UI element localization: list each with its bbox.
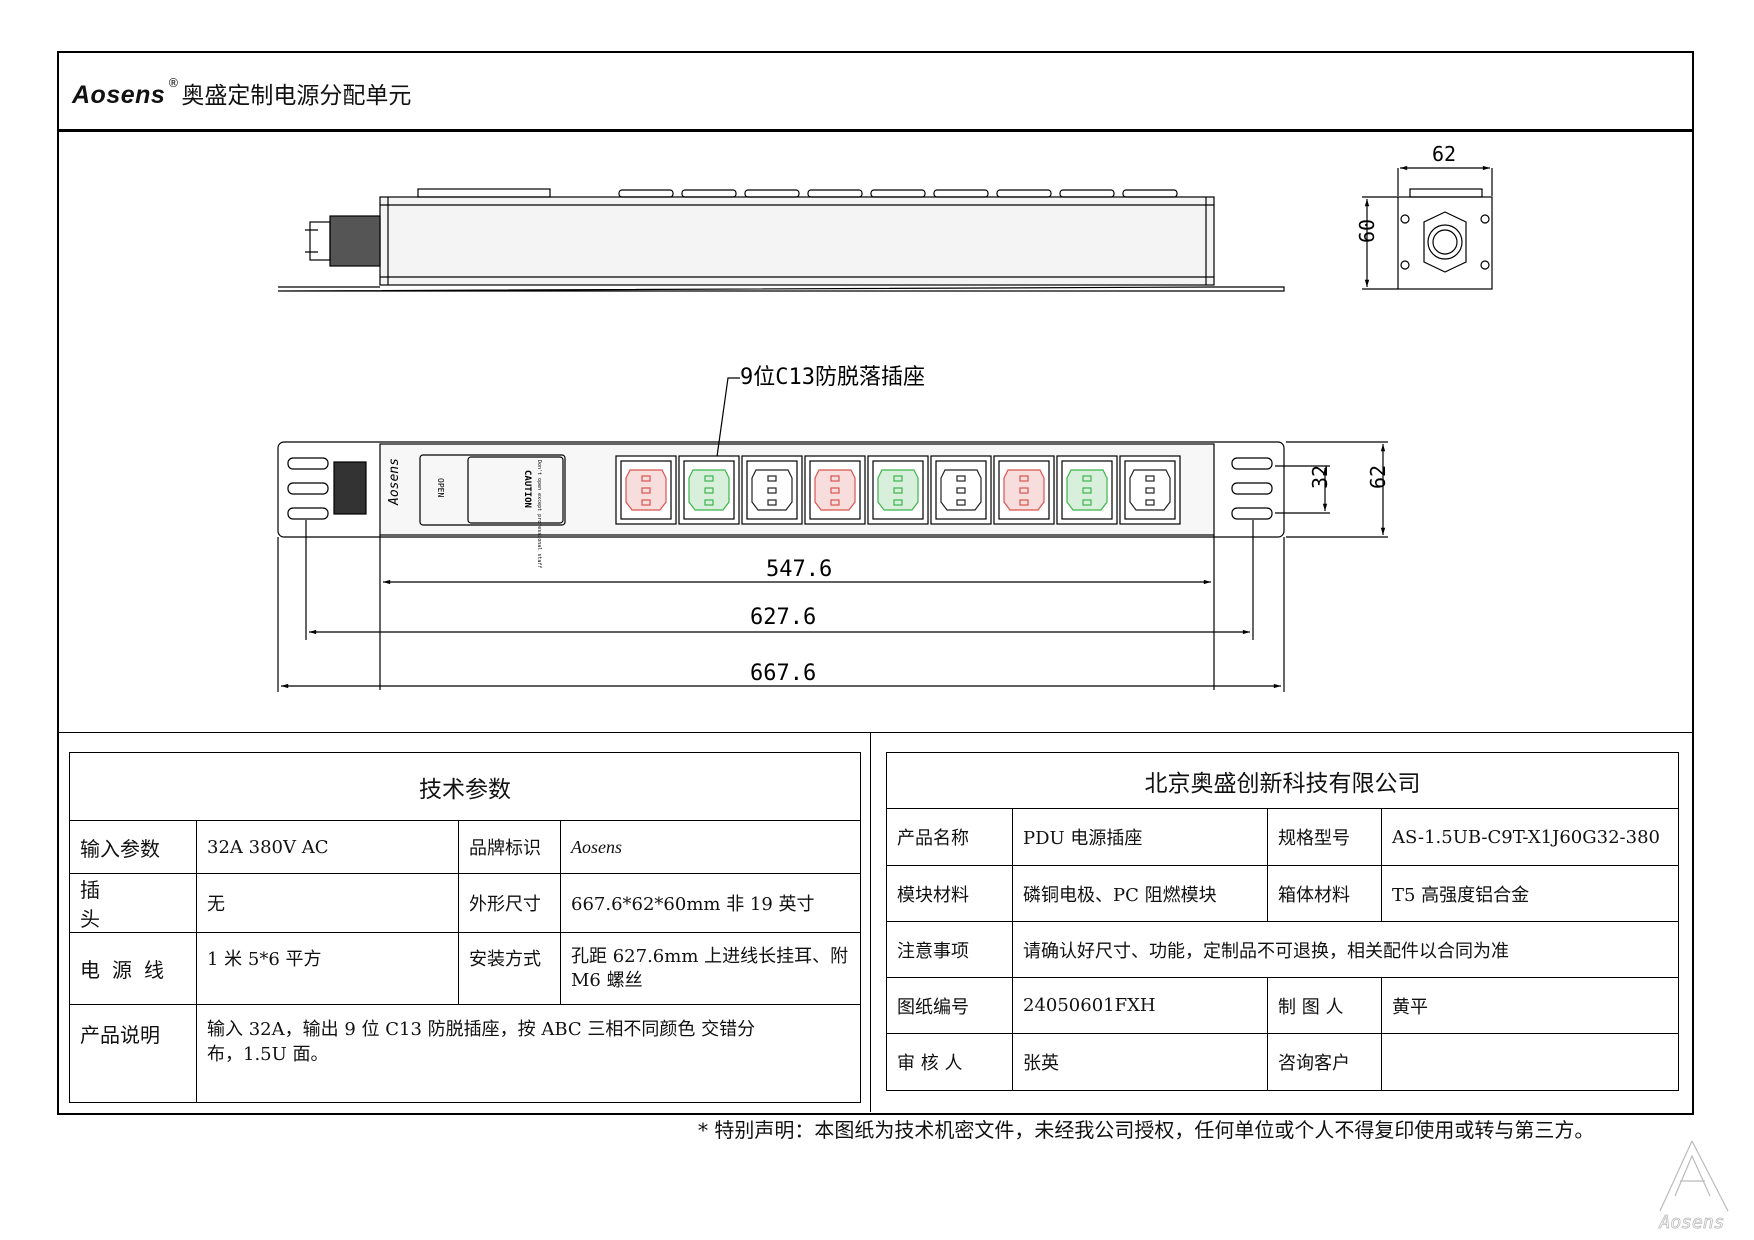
label: 箱体材料	[1267, 865, 1382, 922]
end-view	[1362, 165, 1493, 290]
label: 电源线	[69, 932, 197, 1005]
value: 1 米 5*6 平方	[196, 932, 459, 1005]
breaker-open-label: OPEN	[436, 478, 445, 497]
c13-outlet	[867, 455, 929, 525]
outlet-tab	[1122, 189, 1178, 198]
front-view	[277, 377, 1388, 692]
outlet-callout: 9位C13防脱落插座	[740, 365, 925, 390]
value: 无	[196, 873, 459, 933]
label: 注意事项	[886, 921, 1013, 978]
tech-table-title: 技术参数	[69, 752, 861, 821]
value: 667.6*62*60mm 非 19 英寸	[560, 873, 861, 933]
value: 磷铜电极、PC 阻燃模块	[1012, 865, 1268, 922]
table-row: 审 核 人张英咨询客户	[886, 1033, 1679, 1091]
caution-text: Don't open except professional staff	[536, 460, 542, 568]
label: 咨询客户	[1267, 1033, 1382, 1091]
outlet-tab	[744, 189, 800, 198]
watermark-logo: Aosens	[1658, 1140, 1729, 1231]
label: 规格型号	[1267, 808, 1382, 866]
label: 模块材料	[886, 865, 1013, 922]
label: 品牌标识	[458, 820, 561, 874]
value	[1381, 1033, 1679, 1091]
value: 黄平	[1381, 977, 1679, 1034]
c13-outlet	[1056, 455, 1118, 525]
label: 插头	[69, 873, 197, 933]
registered-mark: ®	[167, 76, 180, 90]
label: 外形尺寸	[458, 873, 561, 933]
c13-outlet	[804, 455, 866, 525]
table-row: 产品说明输入 32A，输出 9 位 C13 防脱插座，按 ABC 三相不同颜色 …	[69, 1004, 861, 1103]
dim-slot-pitch: 32	[1308, 465, 1332, 489]
note: 请确认好尺寸、功能，定制品不可退换，相关配件以合同为准	[1012, 921, 1679, 978]
label: 制 图 人	[1267, 977, 1382, 1034]
label: 产品说明	[69, 1004, 197, 1103]
brand-logo: Aosens	[72, 81, 166, 109]
label: 产品名称	[886, 808, 1013, 866]
technical-drawing: Aosens OPEN CAUTION Don't open except pr…	[277, 142, 1493, 692]
label: 审 核 人	[886, 1033, 1013, 1091]
side-view	[277, 188, 1285, 292]
caution-title: CAUTION	[522, 470, 532, 508]
header-divider	[57, 129, 1692, 132]
value: T5 高强度铝合金	[1381, 865, 1679, 922]
c13-outlet	[930, 455, 992, 525]
title-text: 奥盛定制电源分配单元	[181, 83, 412, 109]
outlet-tab	[807, 189, 863, 198]
disclaimer: * 特别声明：本图纸为技术机密文件，未经我公司授权，任何单位或个人不得复印使用或…	[698, 1118, 1595, 1142]
mounting-slots	[287, 457, 1273, 520]
dim-front-height: 62	[1366, 465, 1390, 489]
outlet-tab	[1059, 189, 1115, 198]
company-name: 北京奥盛创新科技有限公司	[886, 752, 1679, 809]
c13-outlet	[678, 455, 740, 525]
dim-end-height: 60	[1355, 219, 1379, 243]
dim-overall: 667.6	[750, 661, 816, 686]
value: 24050601FXH	[1012, 977, 1268, 1034]
dim-inner: 547.6	[766, 557, 832, 582]
description: 输入 32A，输出 9 位 C13 防脱插座，按 ABC 三相不同颜色 交错分布…	[196, 1004, 861, 1103]
c13-outlet	[615, 455, 677, 525]
c13-outlet	[1119, 455, 1181, 525]
value: 张英	[1012, 1033, 1268, 1091]
outlet-tab	[870, 189, 926, 198]
c13-outlet	[993, 455, 1055, 525]
dim-end-width: 62	[1432, 142, 1456, 166]
table-divider	[870, 732, 871, 1112]
label: 图纸编号	[886, 977, 1013, 1034]
value: PDU 电源插座	[1012, 808, 1268, 866]
outlet-tab	[681, 189, 737, 198]
dim-hole-pitch: 627.6	[750, 605, 816, 630]
panel-logo: Aosens	[387, 458, 402, 506]
section-divider	[57, 732, 1692, 733]
watermark-text: Aosens	[1658, 1212, 1724, 1231]
value: 32A 380V AC	[196, 820, 459, 874]
label: 安装方式	[458, 932, 561, 1005]
outlet-tab	[933, 189, 989, 198]
value: 孔距 627.6mm 上进线长挂耳、附 M6 螺丝	[560, 932, 861, 1005]
outlet-tab	[618, 189, 674, 198]
drawing-frame	[57, 51, 1694, 1115]
table-row: 注意事项请确认好尺寸、功能，定制品不可退换，相关配件以合同为准	[886, 921, 1679, 978]
outlet-tab	[996, 189, 1052, 198]
label: 输入参数	[69, 820, 197, 874]
brand-value: Aosens	[560, 820, 861, 874]
c13-outlet	[741, 455, 803, 525]
page-title: Aosens®奥盛定制电源分配单元	[72, 76, 411, 110]
value: AS-1.5UB-C9T-X1J60G32-380	[1381, 808, 1679, 866]
